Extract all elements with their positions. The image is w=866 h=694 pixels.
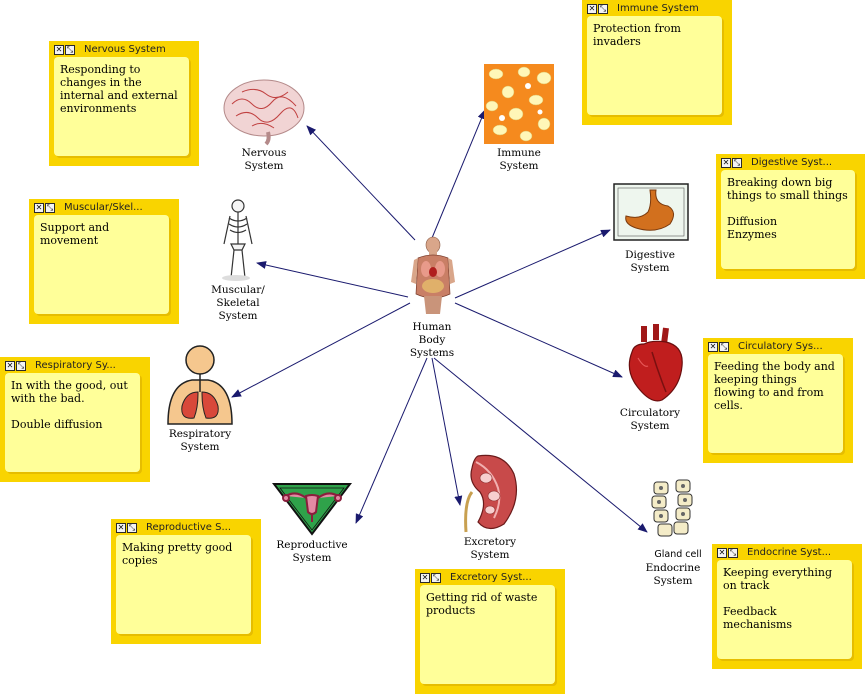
note-excretory[interactable]: ✕ ⤡ Excretory Syst... Getting rid of was… bbox=[415, 569, 565, 694]
resize-icon[interactable]: ⤡ bbox=[719, 341, 729, 352]
resize-icon[interactable]: ⤡ bbox=[728, 547, 738, 558]
note-endocrine[interactable]: ✕ ⤡ Endocrine Syst... Keeping everything… bbox=[712, 544, 862, 669]
excretory-label: Excretory System bbox=[463, 536, 517, 561]
note-title: Circulatory Sys... bbox=[738, 341, 823, 352]
lungs-icon[interactable] bbox=[164, 344, 236, 426]
note-header: ✕ ⤡ Reproductive S... bbox=[116, 521, 256, 534]
skeleton-icon[interactable] bbox=[218, 198, 258, 282]
arrow-to-muscular[interactable] bbox=[256, 261, 409, 298]
resize-icon[interactable]: ⤡ bbox=[598, 3, 608, 14]
note-digestive[interactable]: ✕ ⤡ Digestive Syst... Breaking down big … bbox=[716, 154, 865, 279]
close-icon[interactable]: ✕ bbox=[54, 44, 64, 55]
note-title: Respiratory Sy... bbox=[35, 360, 116, 371]
close-icon[interactable]: ✕ bbox=[116, 522, 126, 533]
arrow-to-immune[interactable] bbox=[431, 109, 486, 239]
uterus-icon[interactable] bbox=[272, 480, 352, 536]
arrow-to-endocrine[interactable] bbox=[433, 357, 648, 533]
note-title: Digestive Syst... bbox=[751, 157, 833, 168]
note-title: Endocrine Syst... bbox=[747, 547, 832, 558]
note-text[interactable]: Getting rid of waste products bbox=[420, 585, 555, 684]
close-icon[interactable]: ✕ bbox=[721, 157, 731, 168]
note-header: ✕ ⤡ Endocrine Syst... bbox=[717, 546, 857, 559]
close-icon[interactable]: ✕ bbox=[717, 547, 727, 558]
note-text[interactable]: Breaking down big things to small things… bbox=[721, 170, 855, 269]
note-header: ✕ ⤡ Nervous System bbox=[54, 43, 194, 56]
note-text[interactable]: Feeding the body and keeping things flow… bbox=[708, 354, 843, 453]
stomach-icon[interactable] bbox=[612, 182, 690, 242]
close-icon[interactable]: ✕ bbox=[5, 360, 15, 371]
arrow-to-digestive[interactable] bbox=[454, 229, 611, 299]
resize-icon[interactable]: ⤡ bbox=[65, 44, 75, 55]
resize-icon[interactable]: ⤡ bbox=[16, 360, 26, 371]
note-nervous[interactable]: ✕ ⤡ Nervous System Responding to changes… bbox=[49, 41, 199, 166]
center-label: Human Body Systems bbox=[409, 321, 455, 359]
kidney-icon[interactable] bbox=[458, 452, 522, 534]
heart-icon[interactable] bbox=[622, 322, 686, 406]
note-circulatory[interactable]: ✕ ⤡ Circulatory Sys... Feeding the body … bbox=[703, 338, 853, 463]
arrow-to-nervous[interactable] bbox=[306, 125, 416, 241]
resize-icon[interactable]: ⤡ bbox=[45, 202, 55, 213]
close-icon[interactable]: ✕ bbox=[587, 3, 597, 14]
reproductive-label: Reproductive System bbox=[276, 539, 348, 564]
nervous-label: Nervous System bbox=[241, 147, 287, 172]
note-header: ✕ ⤡ Muscular/Skel... bbox=[34, 201, 174, 214]
circulatory-label: Circulatory System bbox=[619, 407, 681, 432]
note-title: Immune System bbox=[617, 3, 699, 14]
close-icon[interactable]: ✕ bbox=[420, 572, 430, 583]
resize-icon[interactable]: ⤡ bbox=[127, 522, 137, 533]
endocrine-label: Endocrine System bbox=[645, 562, 701, 587]
note-muscular[interactable]: ✕ ⤡ Muscular/Skel... Support and movemen… bbox=[29, 199, 179, 324]
note-reproductive[interactable]: ✕ ⤡ Reproductive S... Making pretty good… bbox=[111, 519, 261, 644]
note-respiratory[interactable]: ✕ ⤡ Respiratory Sy... In with the good, … bbox=[0, 357, 150, 482]
note-text[interactable]: Keeping everything on track Feedback mec… bbox=[717, 560, 852, 659]
note-header: ✕ ⤡ Excretory Syst... bbox=[420, 571, 560, 584]
immune-cells-icon[interactable] bbox=[484, 64, 554, 144]
resize-icon[interactable]: ⤡ bbox=[431, 572, 441, 583]
close-icon[interactable]: ✕ bbox=[34, 202, 44, 213]
note-header: ✕ ⤡ Circulatory Sys... bbox=[708, 340, 848, 353]
brain-icon[interactable] bbox=[222, 74, 306, 146]
muscular-label: Muscular/ Skeletal System bbox=[211, 284, 265, 322]
note-immune[interactable]: ✕ ⤡ Immune System Protection from invade… bbox=[582, 0, 732, 125]
note-text[interactable]: Making pretty good copies bbox=[116, 535, 251, 634]
note-title: Reproductive S... bbox=[146, 522, 232, 533]
resize-icon[interactable]: ⤡ bbox=[732, 157, 742, 168]
note-title: Muscular/Skel... bbox=[64, 202, 143, 213]
close-icon[interactable]: ✕ bbox=[708, 341, 718, 352]
note-title: Nervous System bbox=[84, 44, 166, 55]
immune-label: Immune System bbox=[497, 147, 541, 172]
note-text[interactable]: Protection from invaders bbox=[587, 16, 722, 115]
arrow-to-respiratory[interactable] bbox=[231, 302, 411, 398]
arrow-to-reproductive[interactable] bbox=[355, 357, 428, 524]
arrow-to-excretory[interactable] bbox=[431, 357, 463, 506]
digestive-label: Digestive System bbox=[625, 249, 675, 274]
gland-cell-caption: Gland cell bbox=[654, 549, 702, 560]
arrow-to-circulatory[interactable] bbox=[454, 302, 623, 378]
note-header: ✕ ⤡ Digestive Syst... bbox=[721, 156, 860, 169]
note-text[interactable]: In with the good, out with the bad. Doub… bbox=[5, 373, 140, 472]
note-title: Excretory Syst... bbox=[450, 572, 532, 583]
note-header: ✕ ⤡ Respiratory Sy... bbox=[5, 359, 145, 372]
respiratory-label: Respiratory System bbox=[168, 428, 232, 453]
gland-cell-icon[interactable] bbox=[648, 478, 698, 548]
note-text[interactable]: Responding to changes in the internal an… bbox=[54, 57, 189, 156]
torso-icon[interactable] bbox=[410, 236, 456, 316]
note-header: ✕ ⤡ Immune System bbox=[587, 2, 727, 15]
note-text[interactable]: Support and movement bbox=[34, 215, 169, 314]
